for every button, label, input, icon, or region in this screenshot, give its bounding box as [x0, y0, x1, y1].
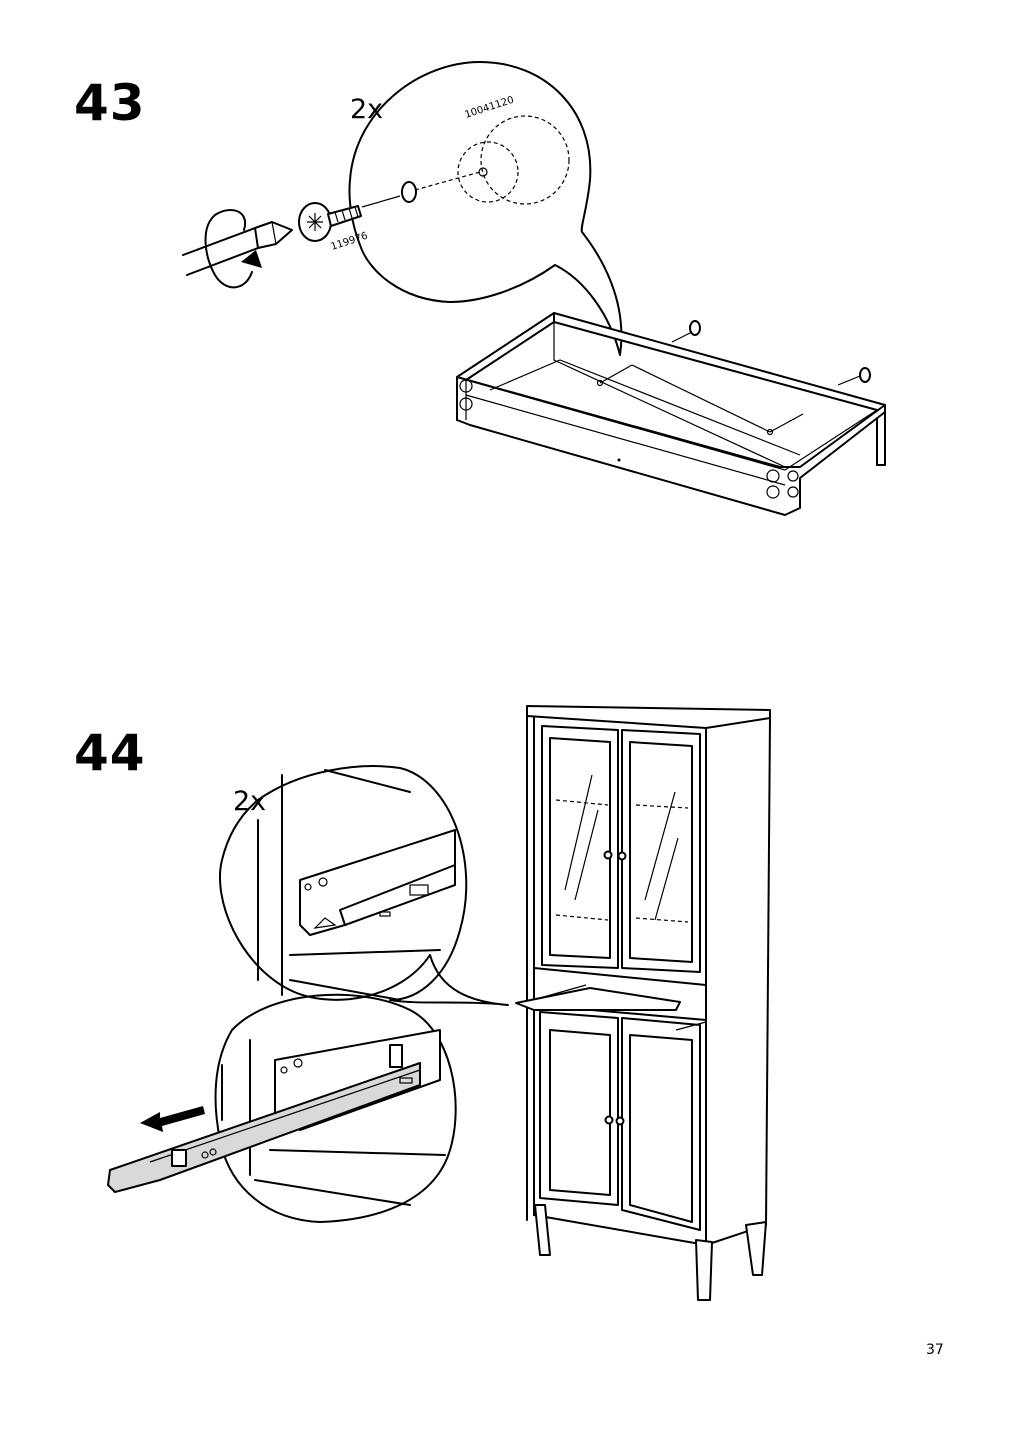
washer-ring-icon: [401, 181, 417, 203]
pull-direction-arrow-icon: [140, 1106, 205, 1132]
zoom-callout-bubble: [348, 61, 623, 356]
glass-door-cabinet: [515, 705, 771, 1301]
drawer-runner-detail-callout: [219, 765, 509, 1006]
drawer-runner-pull-detail: [107, 993, 457, 1223]
screw-icon: [298, 202, 362, 242]
screwdriver-icon: [182, 221, 293, 276]
rotate-clockwise-icon: [204, 209, 262, 289]
step-number-44: 44: [74, 724, 146, 782]
drawer-frame: [456, 312, 886, 516]
step-number-43: 43: [74, 74, 146, 132]
page-number: 37: [926, 1342, 944, 1358]
step-43-quantity: 2x: [350, 94, 384, 125]
step-44-quantity: 2x: [233, 786, 267, 817]
